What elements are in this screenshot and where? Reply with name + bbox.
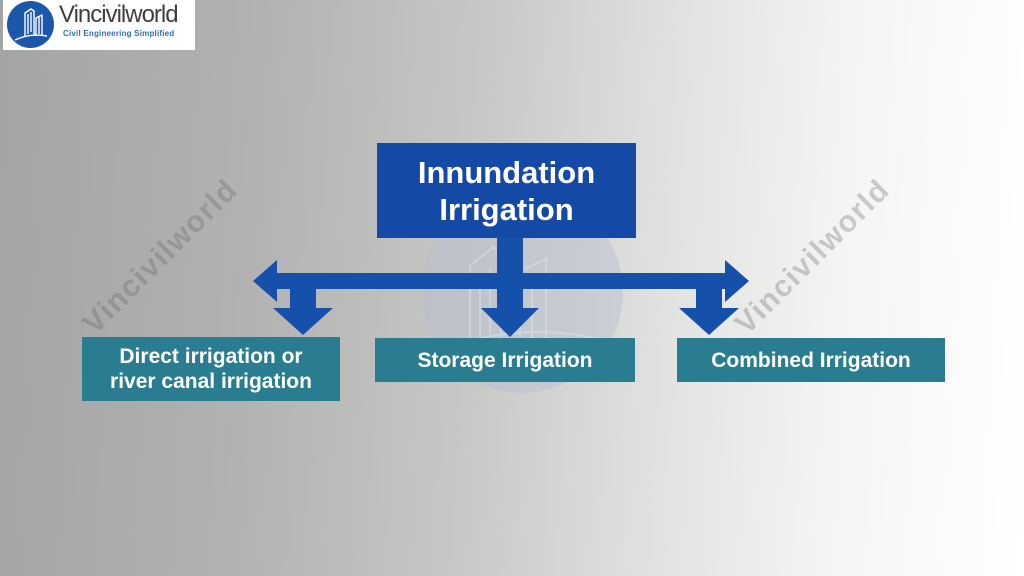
left-arrow-stem	[290, 281, 316, 309]
brand-tagline: Civil Engineering Simplified	[63, 29, 175, 38]
root-line-2: Irrigation	[439, 191, 574, 227]
child-0-line-2: river canal irrigation	[110, 370, 312, 393]
child-1-label: Storage Irrigation	[417, 348, 593, 372]
child-0-line-1: Direct irrigation or	[119, 345, 303, 368]
node-innundation-irrigation: Innundation Irrigation	[377, 143, 636, 238]
node-direct-irrigation: Direct irrigation or river canal irrigat…	[82, 337, 340, 401]
node-storage-irrigation: Storage Irrigation	[375, 338, 635, 382]
center-arrow-head	[481, 308, 539, 337]
buildings-icon	[7, 1, 54, 48]
child-2-label: Combined Irrigation	[711, 348, 911, 372]
node-combined-irrigation: Combined Irrigation	[677, 338, 945, 382]
watermark-right: Vincivilworld	[728, 172, 897, 341]
right-arrow-stem	[696, 281, 722, 309]
root-stem	[497, 237, 523, 309]
brand-logo: Vincivilworld Civil Engineering Simplifi…	[3, 0, 195, 50]
right-arrow-head	[679, 308, 739, 335]
watermark-left: Vincivilworld	[76, 172, 245, 341]
brand-text: Vincivilworld Civil Engineering Simplifi…	[59, 2, 193, 39]
root-line-1: Innundation	[417, 154, 596, 190]
brand-name: Vincivilworld	[59, 1, 179, 28]
left-arrow-head	[273, 308, 333, 335]
horizontal-arrow	[253, 260, 749, 302]
